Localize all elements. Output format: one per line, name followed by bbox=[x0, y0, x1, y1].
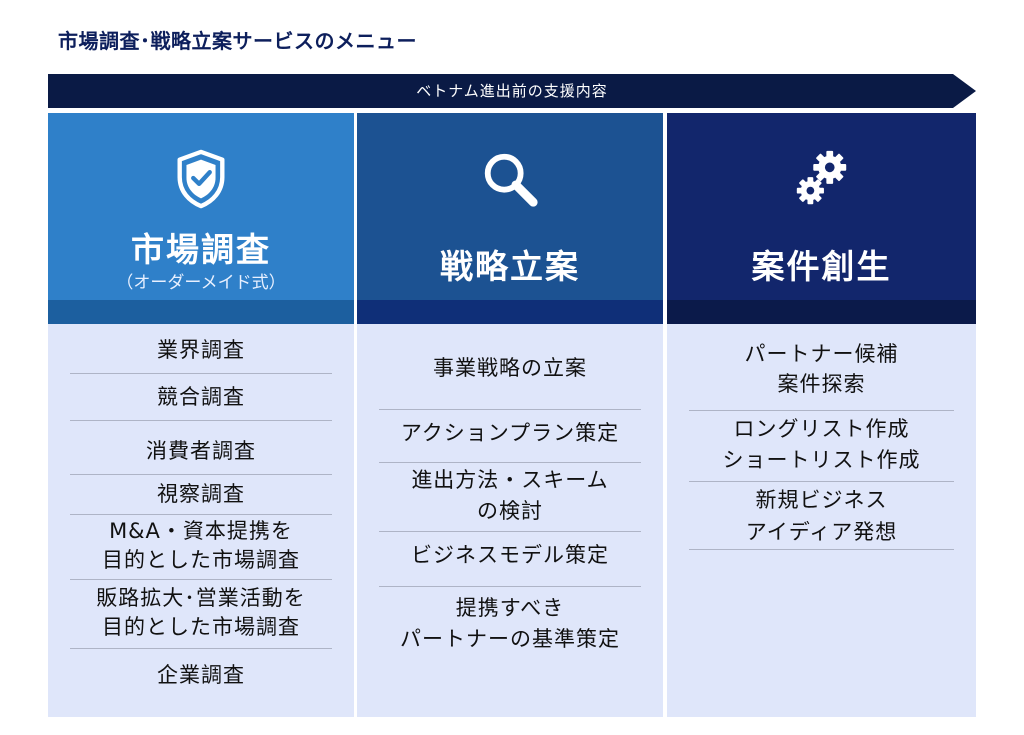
list-item: 販路拡大･営業活動を 目的とした市場調査 bbox=[96, 586, 306, 639]
list-item: 業界調査 bbox=[157, 338, 245, 362]
list-item: ロングリスト作成 ショートリスト作成 bbox=[722, 417, 921, 472]
column-header: 案件創生 bbox=[667, 113, 976, 300]
divider bbox=[379, 409, 641, 410]
column-header: 戦略立案 bbox=[357, 113, 663, 300]
list-item: 消費者調査 bbox=[146, 439, 256, 463]
divider bbox=[70, 579, 332, 580]
list-item: 進出方法・スキーム の検討 bbox=[411, 468, 609, 523]
header-band bbox=[667, 300, 976, 324]
service-column-deal-creation: 案件創生 パートナー候補 案件探索 ロングリスト作成 ショートリスト作成 新規ビ… bbox=[667, 113, 976, 717]
column-body: 事業戦略の立案 アクションプラン策定 進出方法・スキーム の検討 ビジネスモデル… bbox=[357, 324, 663, 717]
divider bbox=[379, 586, 641, 587]
list-item: 新規ビジネス アイディア発想 bbox=[745, 488, 898, 544]
list-item: ビジネスモデル策定 bbox=[411, 543, 609, 567]
page-title: 市場調査･戦略立案サービスのメニュー bbox=[58, 29, 417, 53]
shield-check-icon bbox=[170, 148, 232, 210]
divider bbox=[689, 549, 954, 550]
list-item: パートナー候補 案件探索 bbox=[744, 342, 899, 396]
divider bbox=[70, 648, 332, 649]
divider bbox=[689, 410, 954, 411]
divider bbox=[70, 474, 332, 475]
divider bbox=[689, 481, 954, 482]
column-title: 戦略立案 bbox=[440, 247, 580, 286]
list-item: 事業戦略の立案 bbox=[433, 356, 587, 380]
list-item: アクションプラン策定 bbox=[400, 421, 620, 445]
divider bbox=[70, 373, 332, 374]
column-header: 市場調査 （オーダーメイド式） bbox=[48, 113, 354, 300]
column-body: 業界調査 競合調査 消費者調査 視察調査 M&A・資本提携を 目的とした市場調査… bbox=[48, 324, 354, 717]
gears-icon bbox=[791, 148, 853, 210]
list-item: 競合調査 bbox=[157, 385, 245, 409]
service-column-strategy: 戦略立案 事業戦略の立案 アクションプラン策定 進出方法・スキーム の検討 ビジ… bbox=[357, 113, 663, 717]
list-item: 視察調査 bbox=[157, 482, 245, 506]
column-title: 市場調査 bbox=[131, 230, 271, 269]
divider bbox=[379, 531, 641, 532]
header-band bbox=[48, 300, 354, 324]
column-subtitle: （オーダーメイド式） bbox=[116, 273, 286, 293]
divider bbox=[379, 462, 641, 463]
list-item: 企業調査 bbox=[157, 663, 245, 687]
service-column-market-research: 市場調査 （オーダーメイド式） 業界調査 競合調査 消費者調査 視察調査 M&A… bbox=[48, 113, 354, 717]
divider bbox=[70, 514, 332, 515]
header-band bbox=[357, 300, 663, 324]
column-body: パートナー候補 案件探索 ロングリスト作成 ショートリスト作成 新規ビジネス ア… bbox=[667, 324, 976, 717]
column-title: 案件創生 bbox=[751, 247, 892, 286]
list-item: M&A・資本提携を 目的とした市場調査 bbox=[102, 519, 300, 572]
list-item: 提携すべき パートナーの基準策定 bbox=[400, 596, 620, 651]
divider bbox=[70, 420, 332, 421]
phase-banner: ベトナム進出前の支援内容 bbox=[48, 74, 976, 108]
magnifier-icon bbox=[479, 148, 541, 210]
